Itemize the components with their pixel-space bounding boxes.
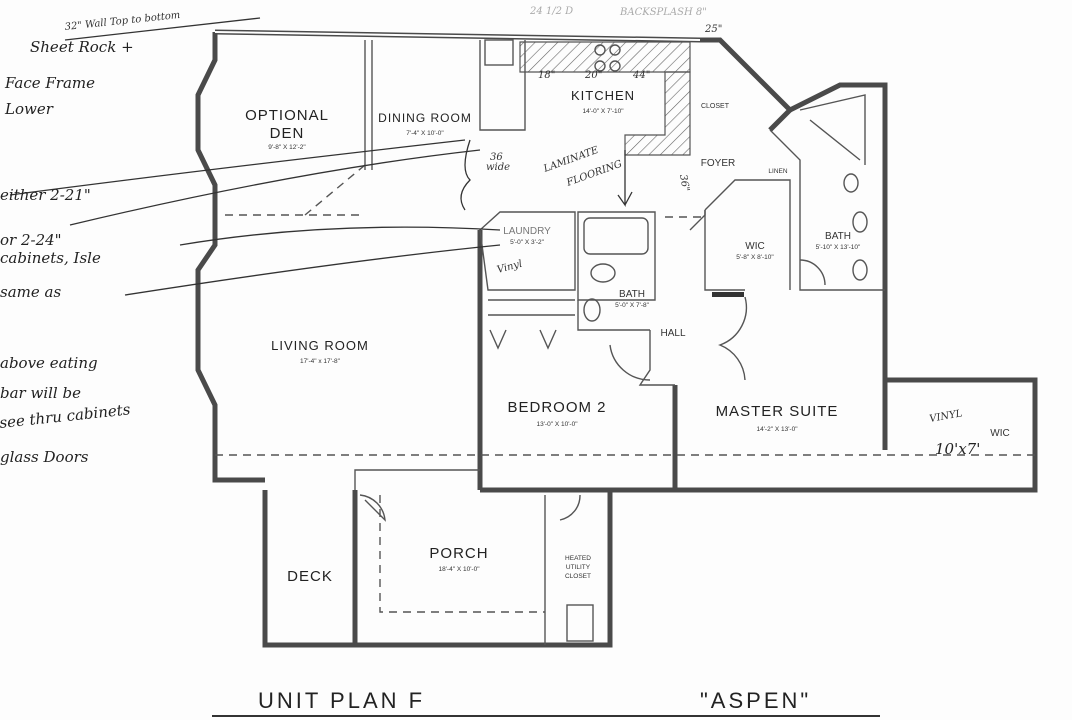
closet-label: CLOSET bbox=[701, 103, 730, 110]
note-wic-size: 10'x7' bbox=[935, 440, 980, 458]
wic-label: WIC bbox=[745, 241, 764, 252]
handwritten-lines bbox=[9, 17, 633, 296]
optional-den-label: OPTIONAL bbox=[245, 107, 329, 124]
note-36-inch: 36" bbox=[677, 174, 691, 193]
note-line-8: above eating bbox=[0, 354, 98, 372]
note-44: 44" bbox=[632, 70, 650, 81]
note-18: 18" bbox=[538, 70, 555, 81]
bedroom-2-label: BEDROOM 2 bbox=[507, 399, 606, 416]
note-vinyl-wic: VINYL bbox=[929, 408, 964, 425]
note-line-10: see thru cabinets bbox=[0, 400, 132, 432]
note-line-2: Face Frame bbox=[4, 74, 95, 92]
room-labels: OPTIONAL DEN 9'-8" X 12'-2" DINING ROOM … bbox=[245, 88, 1010, 585]
kitchen-label: KITCHEN bbox=[571, 88, 635, 103]
linen-label: LINEN bbox=[768, 168, 787, 175]
dining-room-size: 7'-4" X 10'-0" bbox=[406, 130, 444, 137]
utility-label-1: HEATED bbox=[565, 555, 591, 562]
living-room-size: 17'-4" x 17'-8" bbox=[300, 358, 341, 365]
note-vinyl-laundry: Vinyl bbox=[496, 259, 524, 276]
laundry-label: LAUNDRY bbox=[503, 226, 551, 237]
title-block: UNIT PLAN F "ASPEN" bbox=[212, 688, 880, 717]
porch-label: PORCH bbox=[429, 545, 488, 562]
porch-size: 18'-4" X 10'-0" bbox=[438, 566, 480, 573]
master-suite-label: MASTER SUITE bbox=[716, 403, 839, 420]
master-suite-size: 14'-2" X 13'-0" bbox=[756, 426, 798, 433]
foyer-label: FOYER bbox=[701, 158, 735, 169]
kitchen-size: 14'-0" X 7'-10" bbox=[582, 108, 624, 115]
note-wide: wide bbox=[486, 162, 510, 173]
note-line-9: bar will be bbox=[0, 384, 81, 402]
master-bath-label: BATH bbox=[825, 231, 851, 242]
bath-size: 5'-0" X 7'-8" bbox=[615, 302, 650, 309]
note-line-4: either 2-21" bbox=[0, 186, 91, 204]
note-line-6: cabinets, Isle bbox=[0, 249, 101, 267]
exterior-walls bbox=[195, 29, 1038, 648]
interior-walls bbox=[215, 39, 1035, 645]
optional-den-label-2: DEN bbox=[270, 125, 305, 142]
wic-size: 5'-8" X 8'-10" bbox=[736, 254, 774, 261]
laundry-size: 5'-0" X 3'-2" bbox=[510, 239, 545, 246]
note-counter-depth: 24 1/2 D bbox=[529, 6, 573, 17]
bedroom-2-size: 13'-0" X 10'-0" bbox=[536, 421, 578, 428]
utility-label-2: UTILITY bbox=[566, 564, 591, 571]
note-line-7: same as bbox=[0, 283, 61, 301]
master-wic-label: WIC bbox=[990, 428, 1009, 439]
living-room-label: LIVING ROOM bbox=[271, 338, 369, 353]
note-line-3: Lower bbox=[4, 100, 54, 118]
dining-room-label: DINING ROOM bbox=[378, 111, 472, 125]
bath-label: BATH bbox=[619, 289, 645, 300]
note-line-11: glass Doors bbox=[0, 448, 89, 466]
deck-label: DECK bbox=[287, 568, 333, 585]
plan-title: UNIT PLAN F bbox=[258, 688, 425, 713]
note-line-1: Sheet Rock + bbox=[30, 38, 134, 56]
note-backsplash: BACKSPLASH 8" bbox=[619, 7, 707, 18]
master-bath-size: 5'-10" X 13'-10" bbox=[816, 244, 861, 251]
plan-name: "ASPEN" bbox=[700, 688, 811, 713]
utility-label-3: CLOSET bbox=[565, 573, 591, 580]
note-20: 20" bbox=[584, 70, 602, 81]
note-25: 25" bbox=[704, 24, 722, 35]
note-36-wide: 36 bbox=[490, 152, 503, 163]
optional-den-size: 9'-8" X 12'-2" bbox=[268, 144, 306, 151]
hall-label: HALL bbox=[660, 328, 685, 339]
note-line-5: or 2-24" bbox=[0, 231, 62, 249]
